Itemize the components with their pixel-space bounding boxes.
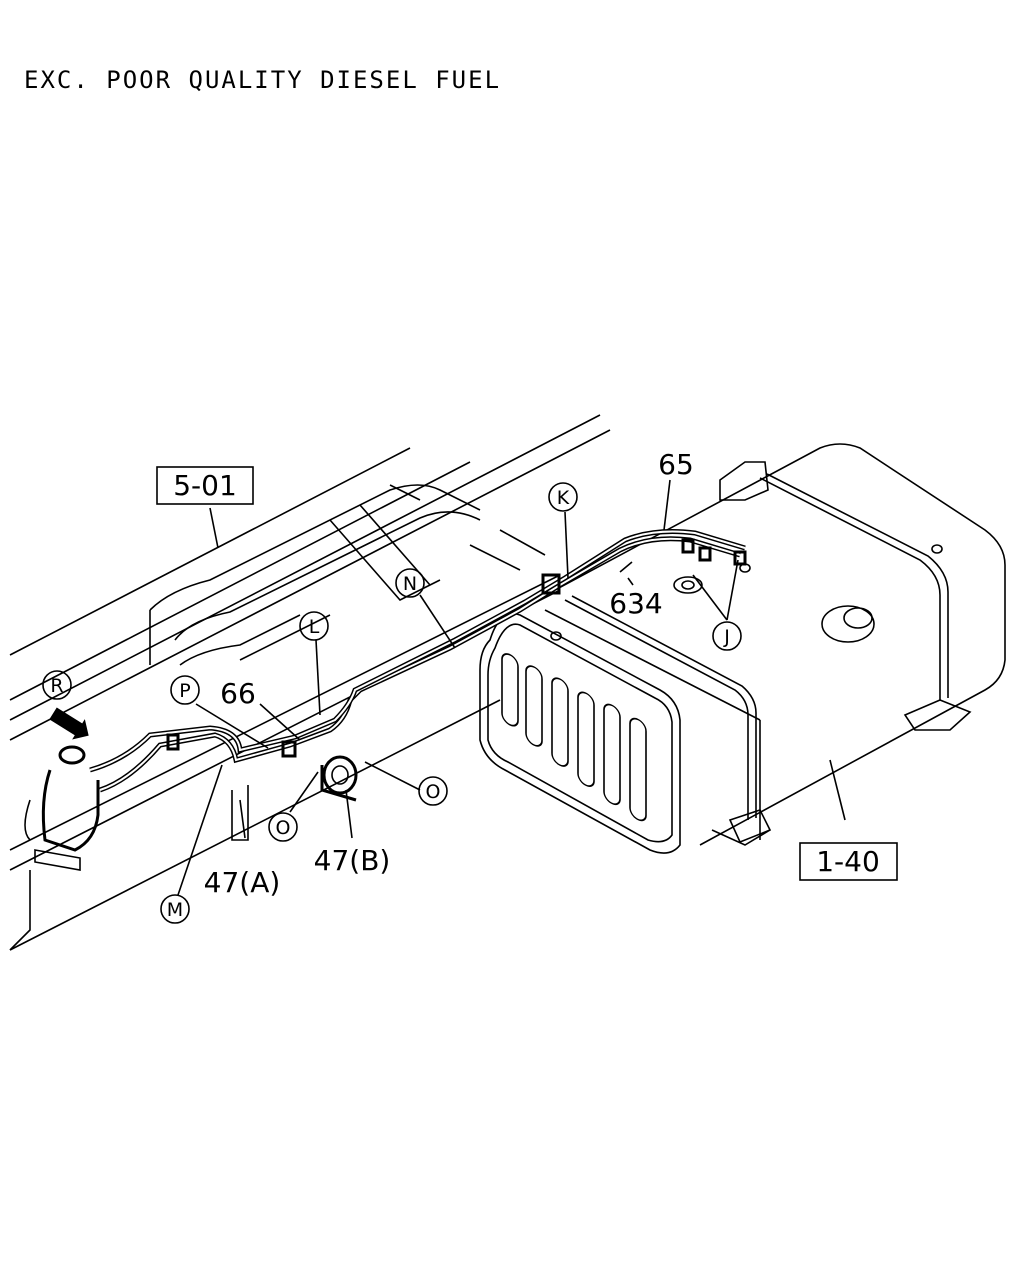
circle-ref-o-right: O: [418, 776, 448, 806]
svg-text:K: K: [557, 487, 570, 509]
svg-text:J: J: [723, 626, 730, 648]
ref-box-frame: 5-01: [156, 466, 254, 505]
direction-arrow-icon: [49, 707, 89, 740]
circle-ref-r: R: [42, 670, 72, 700]
circle-ref-m: M: [160, 894, 190, 924]
part-634-label: 634: [609, 587, 662, 620]
circle-ref-j: J: [712, 621, 742, 651]
circle-ref-k: K: [548, 482, 578, 512]
part-65-label: 65: [658, 448, 694, 481]
svg-text:O: O: [426, 781, 441, 803]
fuel-pipes: [24, 529, 747, 871]
ref-box-tank: 1-40: [799, 842, 898, 881]
circle-ref-o-left: O: [268, 812, 298, 842]
leader-lines: [177, 479, 846, 896]
part-47b-label: 47(B): [314, 844, 391, 877]
fuel-tank: [479, 443, 1006, 854]
svg-text:M: M: [167, 899, 183, 921]
svg-text:L: L: [309, 616, 320, 638]
part-66-label: 66: [220, 677, 256, 710]
svg-text:P: P: [179, 680, 190, 702]
circle-ref-l: L: [299, 611, 329, 641]
diagram-title: EXC. POOR QUALITY DIESEL FUEL: [24, 66, 501, 94]
part-47a-label: 47(A): [204, 866, 281, 899]
svg-text:O: O: [276, 817, 291, 839]
svg-text:N: N: [403, 573, 417, 595]
chassis-frame: [9, 414, 611, 951]
circle-ref-p: P: [170, 675, 200, 705]
svg-text:R: R: [50, 675, 63, 697]
ref-frame-label: 5-01: [173, 469, 237, 502]
ref-tank-label: 1-40: [816, 845, 880, 878]
circle-ref-n: N: [395, 568, 425, 598]
